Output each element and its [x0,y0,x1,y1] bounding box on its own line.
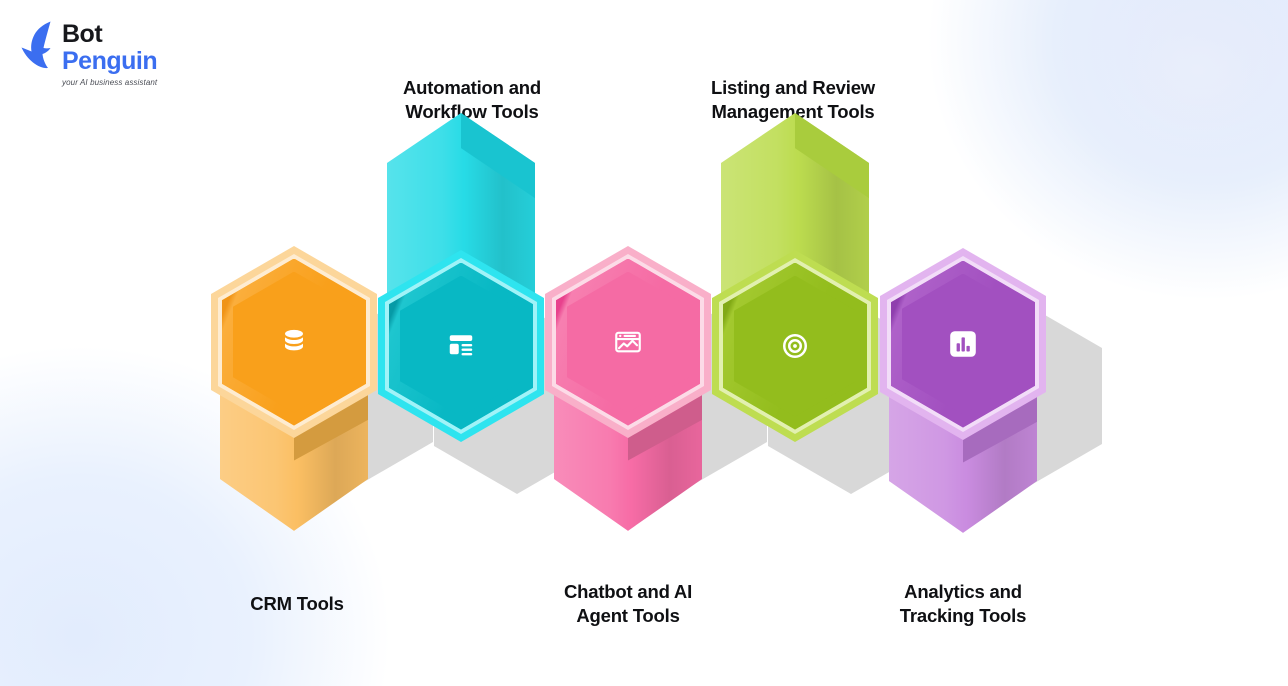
label-chatbot: Chatbot and AI Agent Tools [563,581,693,626]
label-crm: CRM Tools [250,593,344,614]
logo-word-bot: Bot [62,20,103,48]
hex-face-inset [400,275,522,417]
logo-word-penguin: Penguin [62,47,158,75]
botpenguin-logo[interactable]: Bot Penguin your AI business assistant [20,20,280,90]
label-analytics: Analytics and Tracking Tools [899,581,1027,626]
label-automation: Automation and Workflow Tools [403,77,541,122]
penguin-icon [20,20,58,72]
logo-tagline: your AI business assistant [62,78,158,87]
